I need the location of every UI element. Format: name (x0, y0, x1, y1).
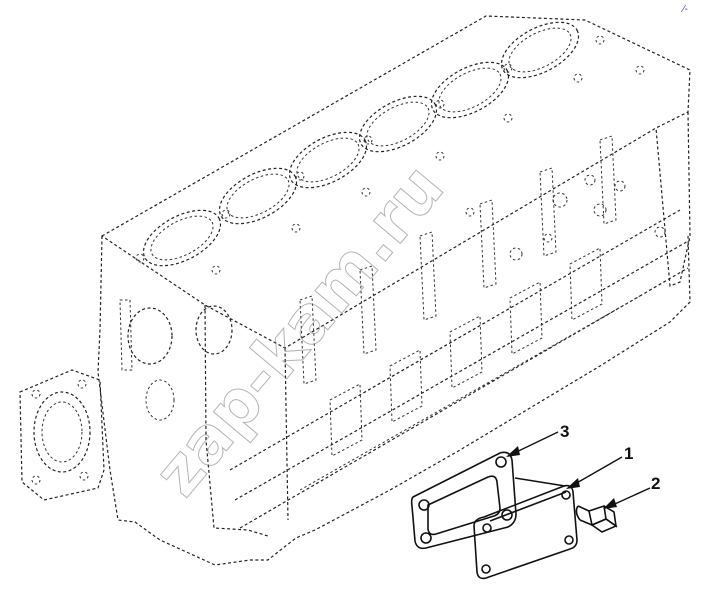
part-2-bolt (575, 504, 618, 533)
corner-mark: ⁄‐ (680, 4, 688, 15)
head-bolt-holes (135, 35, 645, 275)
engine-block (19, 15, 691, 566)
callout-1: 1 (624, 444, 633, 463)
arrowhead-3 (506, 446, 520, 457)
front-flange (19, 369, 105, 501)
part-3-gasket (410, 451, 517, 550)
part-1-cover-plate (473, 477, 578, 580)
callout-3: 3 (560, 422, 569, 441)
leader-lines (506, 431, 651, 509)
arrowhead-1 (566, 478, 580, 489)
watermark-text: zap-kam.ru (141, 151, 459, 510)
side-details (119, 135, 666, 491)
arrowhead-2 (603, 498, 617, 509)
callout-2: 2 (651, 474, 660, 493)
